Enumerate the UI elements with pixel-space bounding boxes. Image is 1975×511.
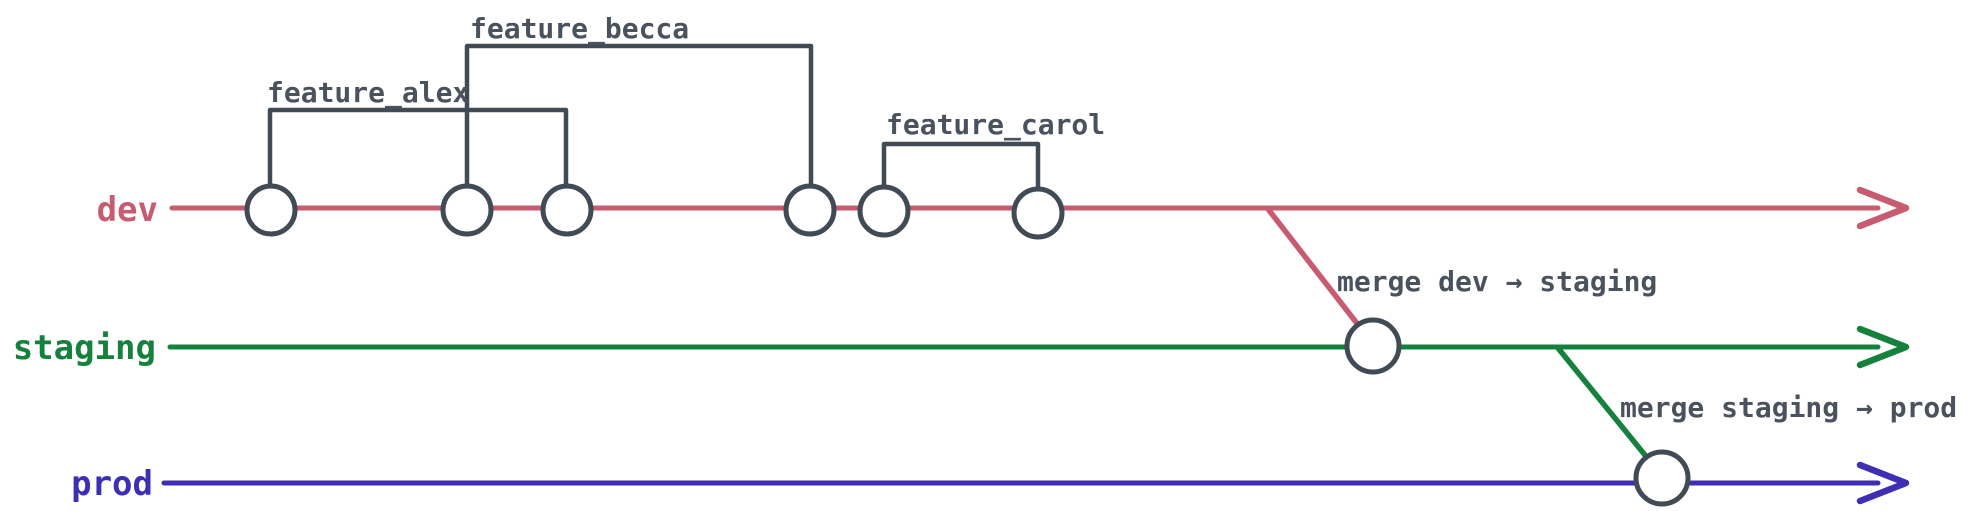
feature-bracket-alex <box>267 107 569 191</box>
commit-nodes-group <box>244 183 1691 507</box>
merge-label-staging-prod: merge staging → prod <box>1620 391 1957 424</box>
dev-commit-2 <box>440 183 494 237</box>
feature-bracket-carol <box>881 141 1041 195</box>
merge-labels-group: merge dev → staging merge staging → prod <box>1337 265 1957 424</box>
branch-label-dev: dev <box>97 190 158 230</box>
dev-arrowhead-icon <box>1856 186 1910 230</box>
dev-commit-3 <box>540 183 594 237</box>
prod-arrowhead-icon <box>1856 461 1910 505</box>
dev-commit-5 <box>857 184 911 238</box>
feature-label-alex: feature_alex <box>267 76 469 109</box>
merge-edge-staging-prod <box>1555 345 1665 479</box>
branch-label-staging: staging <box>13 328 156 368</box>
branch-label-prod: prod <box>71 464 153 504</box>
feature-bracket-becca <box>464 43 814 191</box>
merge-label-dev-staging: merge dev → staging <box>1337 265 1657 298</box>
merge-edge-dev-staging <box>1265 206 1376 347</box>
dev-commit-1 <box>244 183 298 237</box>
feature-branches-group: feature_alex feature_becca feature_carol <box>267 12 1105 195</box>
merge-commit-staging <box>1344 317 1402 375</box>
merge-edges-group <box>1265 206 1665 479</box>
staging-arrowhead-icon <box>1856 325 1910 369</box>
feature-label-carol: feature_carol <box>886 108 1105 141</box>
dev-commit-6 <box>1011 186 1065 240</box>
branch-labels-group: dev staging prod <box>13 190 158 504</box>
feature-label-becca: feature_becca <box>470 12 689 45</box>
dev-commit-4 <box>783 183 837 237</box>
merge-commit-prod <box>1633 449 1691 507</box>
